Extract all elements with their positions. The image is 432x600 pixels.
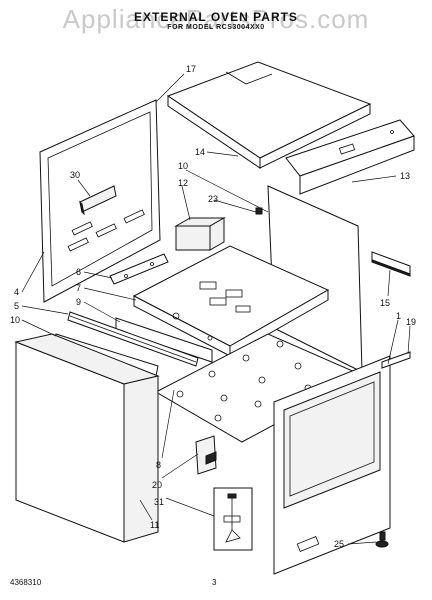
part-bracket-20 (195, 435, 217, 475)
callout-20: 20 (152, 480, 162, 490)
part-front-cabinet-panel (14, 333, 160, 543)
document-number: 4368310 (10, 578, 42, 587)
watermark: AppliancePartsPros.com (62, 4, 370, 34)
part-bracket-15 (371, 251, 411, 277)
part-hinge-strip (381, 351, 411, 369)
callout-17: 17 (186, 64, 196, 74)
part-bracket-30 (79, 185, 117, 216)
part-bracket-6 (109, 253, 169, 285)
callout-10-lower: 10 (10, 315, 20, 325)
part-long-rail (67, 311, 199, 367)
part-door-frame (273, 355, 391, 575)
part-bottom-tray (132, 217, 330, 357)
callout-31: 31 (154, 497, 164, 507)
part-hardware-kit (213, 487, 253, 551)
model-subtitle: FOR MODEL RCS3004XX0 (167, 24, 265, 31)
callout-23: 23 (208, 194, 218, 204)
part-clip-23 (255, 207, 263, 215)
callout-labels: 17 14 10 12 13 30 23 6 7 9 4 5 10 15 1 1… (10, 64, 416, 549)
callout-9: 9 (76, 297, 81, 307)
callout-4: 4 (14, 287, 19, 297)
callout-11: 11 (150, 520, 159, 530)
part-leveling-leg (375, 531, 389, 548)
callout-7: 7 (76, 283, 81, 293)
callout-25: 25 (334, 539, 344, 549)
part-rear-top-bracket (285, 119, 415, 195)
callout-12: 12 (178, 178, 188, 188)
part-front-trim-strip (115, 317, 213, 363)
callout-30: 30 (70, 170, 80, 180)
callout-10-upper: 10 (178, 161, 188, 171)
part-top-panel (166, 61, 372, 169)
callout-8: 8 (156, 460, 161, 470)
leader-lines (21, 73, 411, 545)
page-number: 3 (212, 578, 217, 587)
callout-19: 19 (406, 317, 416, 327)
callout-5: 5 (14, 301, 19, 311)
callout-14: 14 (195, 147, 205, 157)
diagram-title: EXTERNAL OVEN PARTS (134, 10, 298, 24)
callout-13: 13 (400, 171, 410, 181)
callout-15: 15 (380, 298, 390, 308)
callout-6: 6 (76, 267, 81, 277)
callout-1: 1 (396, 311, 401, 321)
